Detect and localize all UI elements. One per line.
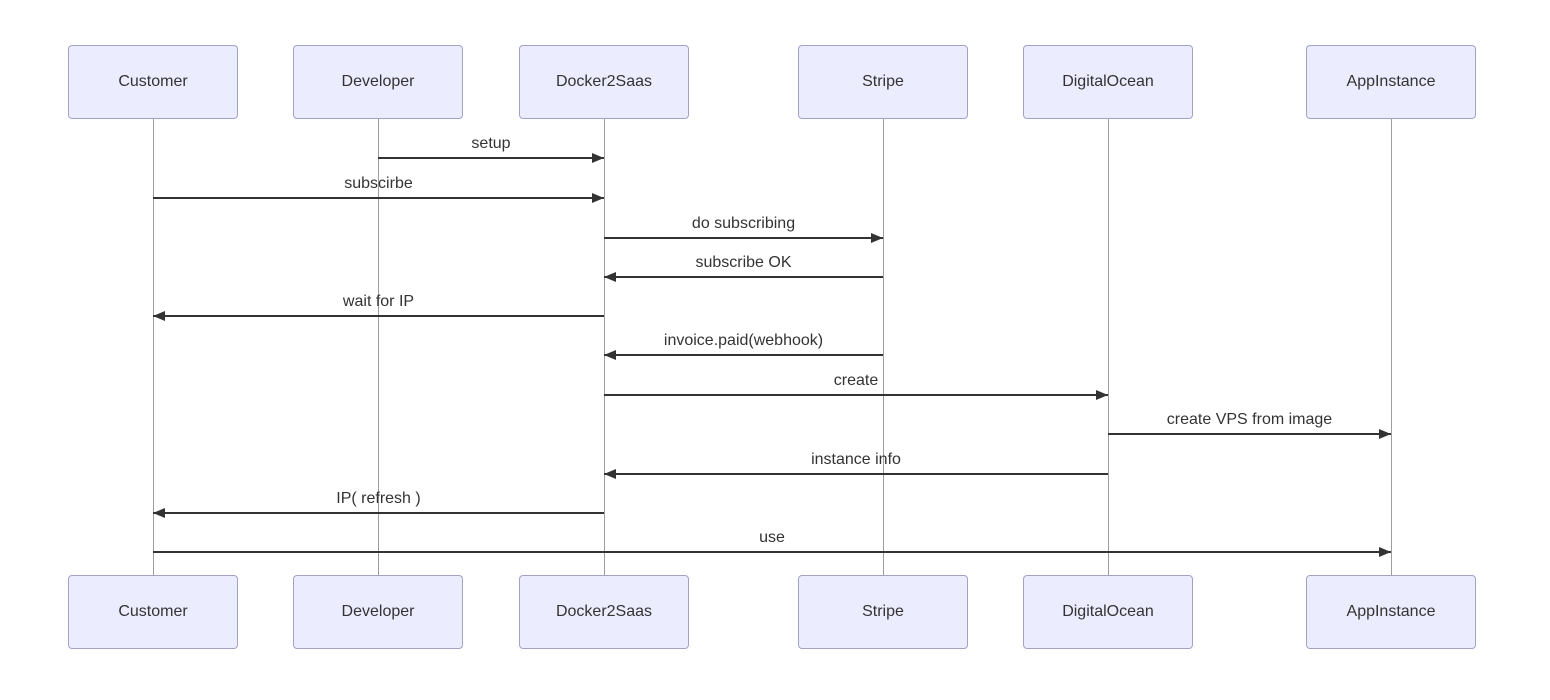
message-label-0: setup xyxy=(471,135,511,152)
actor-stripe-bottom: Stripe xyxy=(798,575,968,649)
lifeline-customer xyxy=(153,119,154,576)
message-line-7 xyxy=(1108,433,1391,435)
actor-label-digitalocean: DigitalOcean xyxy=(1062,73,1154,90)
actor-label-customer: Customer xyxy=(118,73,188,90)
message-line-3 xyxy=(604,276,883,278)
actor-label-appinstance: AppInstance xyxy=(1346,603,1436,620)
arrowhead-right-icon xyxy=(1379,547,1391,557)
actor-label-developer: Developer xyxy=(341,603,415,620)
actor-docker2saas-top: Docker2Saas xyxy=(519,45,689,119)
lifeline-developer xyxy=(378,119,379,576)
actor-label-customer: Customer xyxy=(118,603,188,620)
lifeline-docker2saas xyxy=(604,119,605,576)
actor-label-digitalocean: DigitalOcean xyxy=(1062,603,1154,620)
actor-developer-top: Developer xyxy=(293,45,463,119)
actor-label-docker2saas: Docker2Saas xyxy=(555,603,653,620)
arrowhead-left-icon xyxy=(604,350,616,360)
message-label-1: subscirbe xyxy=(344,175,413,192)
message-line-9 xyxy=(153,512,604,514)
message-line-8 xyxy=(604,473,1108,475)
message-line-10 xyxy=(153,551,1391,553)
message-label-6: create xyxy=(833,372,879,389)
actor-label-stripe: Stripe xyxy=(862,73,904,90)
lifeline-appinstance xyxy=(1391,119,1392,576)
lifeline-stripe xyxy=(883,119,884,576)
actor-customer-top: Customer xyxy=(68,45,238,119)
arrowhead-left-icon xyxy=(153,311,165,321)
actor-label-developer: Developer xyxy=(341,73,415,90)
lifeline-digitalocean xyxy=(1108,119,1109,576)
message-line-5 xyxy=(604,354,883,356)
message-label-10: use xyxy=(759,529,785,546)
arrowhead-right-icon xyxy=(1379,429,1391,439)
arrowhead-left-icon xyxy=(153,508,165,518)
message-label-2: do subscribing xyxy=(691,215,796,232)
message-line-2 xyxy=(604,237,883,239)
message-label-9: IP( refresh ) xyxy=(336,490,421,507)
actor-developer-bottom: Developer xyxy=(293,575,463,649)
actor-digitalocean-bottom: DigitalOcean xyxy=(1023,575,1193,649)
message-line-1 xyxy=(153,197,604,199)
message-label-5: invoice.paid(webhook) xyxy=(663,332,824,349)
arrowhead-right-icon xyxy=(871,233,883,243)
arrowhead-left-icon xyxy=(604,272,616,282)
actor-label-docker2saas: Docker2Saas xyxy=(555,73,653,90)
actor-appinstance-bottom: AppInstance xyxy=(1306,575,1476,649)
actor-appinstance-top: AppInstance xyxy=(1306,45,1476,119)
arrowhead-right-icon xyxy=(1096,390,1108,400)
message-label-7: create VPS from image xyxy=(1166,411,1333,428)
message-line-6 xyxy=(604,394,1108,396)
message-line-0 xyxy=(378,157,604,159)
actor-digitalocean-top: DigitalOcean xyxy=(1023,45,1193,119)
actor-stripe-top: Stripe xyxy=(798,45,968,119)
actor-docker2saas-bottom: Docker2Saas xyxy=(519,575,689,649)
message-label-4: wait for IP xyxy=(342,293,415,310)
arrowhead-right-icon xyxy=(592,153,604,163)
message-line-4 xyxy=(153,315,604,317)
message-label-8: instance info xyxy=(811,451,901,468)
actor-label-appinstance: AppInstance xyxy=(1346,73,1436,90)
arrowhead-right-icon xyxy=(592,193,604,203)
message-label-3: subscribe OK xyxy=(695,254,792,271)
arrowhead-left-icon xyxy=(604,469,616,479)
actor-customer-bottom: Customer xyxy=(68,575,238,649)
actor-label-stripe: Stripe xyxy=(862,603,904,620)
